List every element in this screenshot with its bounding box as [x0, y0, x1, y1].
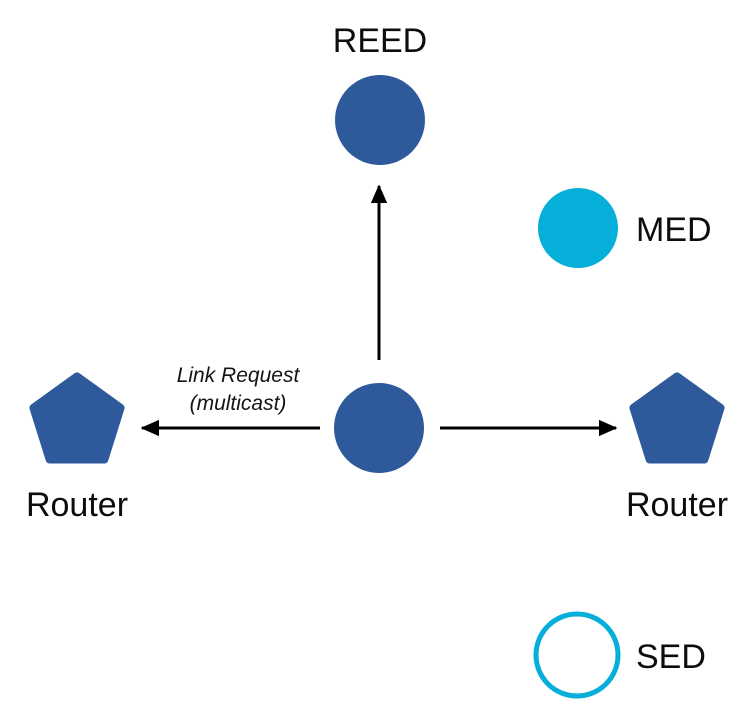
node-router-right-pentagon[interactable] — [629, 372, 725, 464]
node-reed-label: REED — [333, 22, 427, 60]
node-med-circle[interactable] — [538, 188, 618, 268]
nodes-layer — [29, 75, 725, 699]
edges-layer — [140, 184, 618, 437]
node-router-left-label: Router — [26, 486, 128, 524]
node-labels-layer: REED MED SED Router Router — [26, 22, 728, 676]
edge-label-link-request: Link Request (multicast) — [177, 364, 301, 415]
node-router-left-pentagon[interactable] — [29, 372, 125, 464]
node-sender-circle[interactable] — [334, 383, 424, 473]
node-sed-circle[interactable] — [533, 611, 621, 699]
node-reed-circle[interactable] — [335, 75, 425, 165]
edge-label-line-1: Link Request — [177, 364, 301, 387]
node-med-label: MED — [636, 211, 712, 249]
node-sed-label: SED — [636, 638, 706, 676]
edge-label-line-2: (multicast) — [190, 392, 287, 415]
node-router-right-label: Router — [626, 486, 728, 524]
